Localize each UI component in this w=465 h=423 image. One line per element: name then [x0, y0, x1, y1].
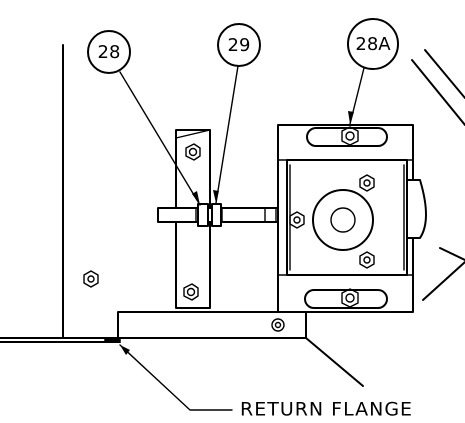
- return-flange-callout: RETURN FLANGE: [119, 344, 413, 421]
- callout-28-label: 28: [98, 42, 121, 63]
- callout-28a-label: 28A: [355, 34, 391, 55]
- callout-29: 29: [213, 23, 261, 204]
- return-flange-label: RETURN FLANGE: [240, 399, 413, 421]
- motor-mount: [277, 124, 427, 313]
- callout-28: 28: [87, 30, 201, 206]
- threaded-rod: [157, 203, 291, 227]
- housing-outline: [0, 44, 465, 343]
- callout-28a: 28A: [347, 18, 399, 125]
- base-plate: [104, 311, 364, 387]
- callout-29-label: 29: [228, 35, 251, 56]
- loose-nut: [83, 270, 99, 288]
